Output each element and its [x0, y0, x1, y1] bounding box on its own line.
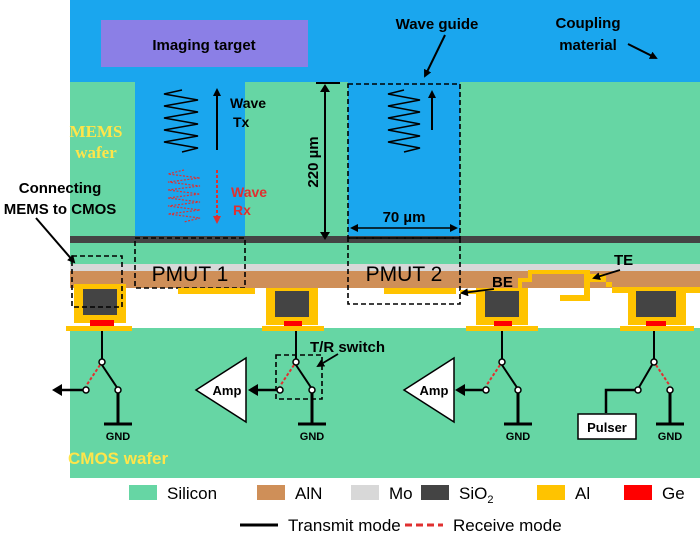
switch-4	[604, 331, 684, 426]
bond-pad-1	[66, 284, 132, 331]
pmut2-label: PMUT 2	[366, 263, 443, 286]
imaging-target-block	[101, 20, 308, 67]
bond-pad-2	[262, 288, 324, 331]
sio2-bond-line	[70, 236, 700, 243]
width-arrowhead-left	[350, 224, 358, 232]
al-electrode-2	[384, 288, 456, 294]
te-label: TE	[614, 252, 633, 269]
pulser-block	[577, 413, 637, 440]
gnd-label-1: GND	[106, 431, 131, 443]
top-electrode-trace	[560, 274, 700, 301]
waveguide-cavity-1	[135, 82, 245, 240]
legend-label-transmit: Transmit mode	[288, 516, 401, 535]
connecting-label-line1: Connecting	[19, 180, 102, 197]
wave-tx-label-line1: Wave	[230, 95, 266, 111]
legend-swatch-aln	[257, 485, 285, 500]
amp1-label: Amp	[213, 383, 242, 398]
legend-label-silicon: Silicon	[167, 484, 217, 503]
mo-layer	[70, 264, 700, 271]
amplifier-1	[194, 356, 247, 424]
imaging-target-label: Imaging target	[152, 37, 255, 54]
legend-swatch-silicon	[129, 485, 157, 500]
legend-label-ge: Ge	[662, 484, 685, 503]
amplifier-2	[402, 356, 455, 424]
height-dimension-label: 220 µm	[305, 136, 322, 187]
legend-swatch-sio	[421, 485, 449, 500]
pmut2-highlight-box	[347, 237, 461, 305]
gnd-label-2: GND	[300, 431, 325, 443]
legend-modes: Transmit mode Receive mode	[240, 516, 562, 535]
bond-pad-3	[466, 288, 538, 331]
mems-lower-silicon	[70, 243, 700, 268]
width-dimension-label: 70 µm	[383, 209, 426, 226]
switch-2	[248, 331, 326, 426]
switch-1	[52, 331, 132, 426]
switch-3	[455, 331, 532, 426]
legend-label-sio: SiO2	[459, 484, 493, 506]
mems-label-line2: wafer	[75, 143, 117, 162]
connecting-arrow	[35, 217, 76, 264]
gnd-label-3: GND	[506, 431, 531, 443]
gnd-label-4: GND	[658, 431, 683, 443]
legend-swatch-mo	[351, 485, 379, 500]
bond-pad-4	[620, 288, 694, 331]
legend-label-receive: Receive mode	[453, 516, 562, 535]
height-arrowhead-bottom	[320, 232, 330, 240]
legend-swatch-al	[537, 485, 565, 500]
connecting-label-line2: MEMS to CMOS	[4, 201, 117, 218]
cmos-silicon-region	[70, 328, 700, 478]
coupling-arrow	[627, 43, 658, 59]
tr-switch-highlight-box	[275, 354, 323, 400]
legend-swatch-ge	[624, 485, 652, 500]
cavity2-wave-signal	[387, 89, 421, 153]
connecting-highlight-box	[71, 255, 123, 308]
legend-label-aln: AlN	[295, 484, 322, 503]
te-arrow	[592, 269, 621, 281]
be-arrow	[460, 288, 495, 297]
legend-materials: Silicon AlN Mo SiO2 Al Ge	[129, 484, 685, 506]
bonding-gap	[70, 288, 700, 328]
legend-label-al: Al	[575, 484, 590, 503]
legend-label-mo: Mo	[389, 484, 413, 503]
tr-switch-label: T/R switch	[310, 339, 385, 356]
wave-guide-arrow	[424, 34, 446, 78]
pulser-label: Pulser	[587, 420, 627, 435]
mems-label-line1: MEMS	[70, 122, 123, 141]
wave-tx-label-line2: Tx	[233, 114, 250, 130]
aln-layer	[70, 271, 700, 288]
wave-rx-signal	[167, 169, 201, 223]
height-arrowhead-top	[320, 84, 330, 92]
pmut1-label: PMUT 1	[152, 263, 229, 286]
tr-switch-arrow	[316, 353, 339, 368]
coupling-label-line1: Coupling	[556, 15, 621, 32]
width-arrowhead-right	[450, 224, 458, 232]
cmos-wafer-label: CMOS wafer	[68, 449, 169, 468]
amp2-label: Amp	[420, 383, 449, 398]
al-electrode-1	[178, 288, 255, 294]
wave-tx-signal	[163, 89, 199, 153]
coupling-label-line2: material	[559, 37, 617, 54]
be-label: BE	[492, 274, 513, 291]
wave-rx-label-line1: Wave	[231, 184, 267, 200]
wave-guide-label: Wave guide	[396, 16, 479, 33]
wave-rx-label-line2: Rx	[233, 202, 251, 218]
